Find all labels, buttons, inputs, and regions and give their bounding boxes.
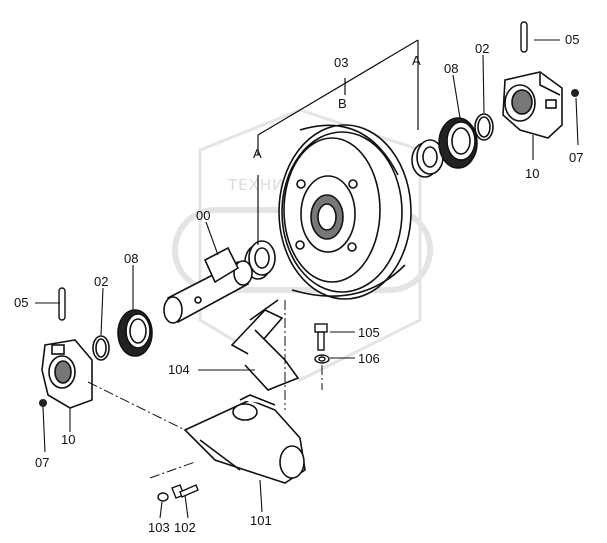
bracket-left xyxy=(41,339,93,409)
part-label-105: 105 xyxy=(358,325,380,340)
part-label-08-left: 08 xyxy=(124,251,138,266)
plug-right xyxy=(571,89,579,97)
part-label-106: 106 xyxy=(358,351,380,366)
part-label-10-right: 10 xyxy=(525,166,539,181)
yoke xyxy=(183,394,306,484)
washer-106 xyxy=(314,354,330,364)
assembly-label-b: B xyxy=(338,96,347,111)
bolt-102 xyxy=(171,484,199,499)
idler-wheel xyxy=(278,124,412,300)
plug-left xyxy=(39,399,47,407)
shaft xyxy=(163,246,253,324)
part-label-10-left: 10 xyxy=(61,432,75,447)
assembly-label-a-lower: A xyxy=(253,146,262,161)
part-label-02-left: 02 xyxy=(94,274,108,289)
pin-right xyxy=(520,21,528,53)
o-ring-right xyxy=(474,113,494,141)
assembly-leader-lines xyxy=(257,39,419,245)
collar-left xyxy=(244,240,276,280)
bracket-right xyxy=(502,71,563,139)
bolt-105 xyxy=(314,323,328,351)
part-label-102: 102 xyxy=(174,520,196,535)
part-label-08-top: 08 xyxy=(444,61,458,76)
part-leader-lines xyxy=(35,39,579,519)
part-label-03: 03 xyxy=(334,55,348,70)
part-label-103: 103 xyxy=(148,520,170,535)
part-label-101: 101 xyxy=(250,513,272,528)
assembly-label-a-upper: A xyxy=(412,53,421,68)
part-label-07-right: 07 xyxy=(569,150,583,165)
floating-seal-right xyxy=(438,117,478,169)
part-label-104: 104 xyxy=(168,362,190,377)
part-label-05-top: 05 xyxy=(565,32,579,47)
part-label-05-left: 05 xyxy=(14,295,28,310)
floating-seal-left xyxy=(117,309,153,357)
part-label-02-top: 02 xyxy=(475,41,489,56)
guard-plate xyxy=(230,299,300,391)
part-label-07-left: 07 xyxy=(35,455,49,470)
washer-103 xyxy=(157,492,169,502)
o-ring-left xyxy=(92,335,110,361)
part-label-00: 00 xyxy=(196,208,210,223)
collar-right xyxy=(411,139,444,178)
center-lines xyxy=(87,300,323,479)
pin-left xyxy=(58,287,66,321)
